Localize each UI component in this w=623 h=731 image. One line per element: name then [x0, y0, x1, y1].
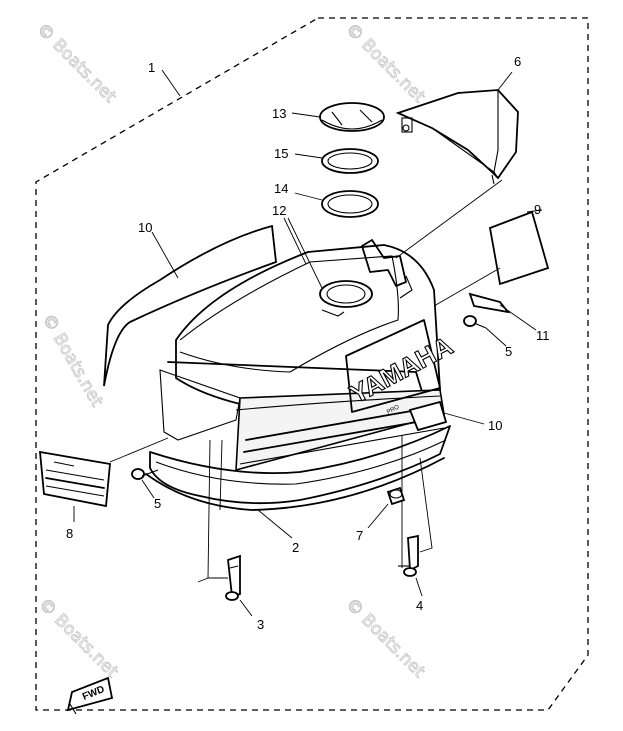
- leader-rear-connect: [395, 179, 503, 259]
- callout-5-right: 5: [505, 344, 512, 359]
- callout-12: 12: [272, 203, 286, 218]
- callout-14: 14: [274, 181, 288, 196]
- watermark-top-mid: © Boats.net: [341, 19, 429, 107]
- part-15-gasket: [294, 148, 379, 174]
- callout-13: 13: [272, 106, 286, 121]
- callout-2: 2: [292, 540, 299, 555]
- part-13-cap: [291, 102, 385, 132]
- callout-10-right: 10: [488, 418, 502, 433]
- part-6-rear-cover: [395, 71, 519, 185]
- callout-6: 6: [514, 54, 521, 69]
- part-11-strip: [468, 292, 537, 331]
- brand-sub-label: PRO: [386, 404, 401, 416]
- part-7-grommet: [367, 486, 406, 529]
- fwd-arrow-icon: FWD: [66, 676, 114, 715]
- watermark-left: © Boats.net: [38, 311, 107, 411]
- leader-12a: [283, 217, 307, 265]
- callout-10-left: 10: [138, 220, 152, 235]
- callout-3: 3: [257, 617, 264, 632]
- part-8-front-decal: [38, 437, 169, 522]
- callout-5-left: 5: [154, 496, 161, 511]
- part-4-bracket: [398, 436, 433, 597]
- callout-4: 4: [416, 598, 423, 613]
- leader-1: [161, 69, 181, 97]
- callout-1: 1: [148, 60, 155, 75]
- part-10-left-panel: [103, 224, 277, 387]
- part-9-decal: [488, 209, 550, 286]
- watermark-bottom-left: © Boats.net: [34, 594, 122, 682]
- leader-9-connect: [433, 267, 501, 307]
- top-cowling: YAMAHA PRO: [159, 239, 458, 472]
- callout-11: 11: [536, 328, 550, 343]
- part-5-screw-right: [463, 315, 507, 347]
- callouts: 1 2 3 4 5 5 6 7 8 9 10 10 11 12 13 14 15: [66, 54, 550, 632]
- assembly-boundary: [35, 17, 589, 711]
- callout-9: 9: [534, 202, 541, 217]
- watermark-top-left: © Boats.net: [32, 19, 120, 107]
- part-10-right-strip: [408, 400, 485, 432]
- part-3-bracket: [197, 439, 253, 617]
- part-14-gasket: [294, 190, 379, 218]
- callout-8: 8: [66, 526, 73, 541]
- part-5-screw-left: [131, 468, 159, 499]
- callout-7: 7: [356, 528, 363, 543]
- leader-12b: [287, 217, 323, 289]
- callout-15: 15: [274, 146, 288, 161]
